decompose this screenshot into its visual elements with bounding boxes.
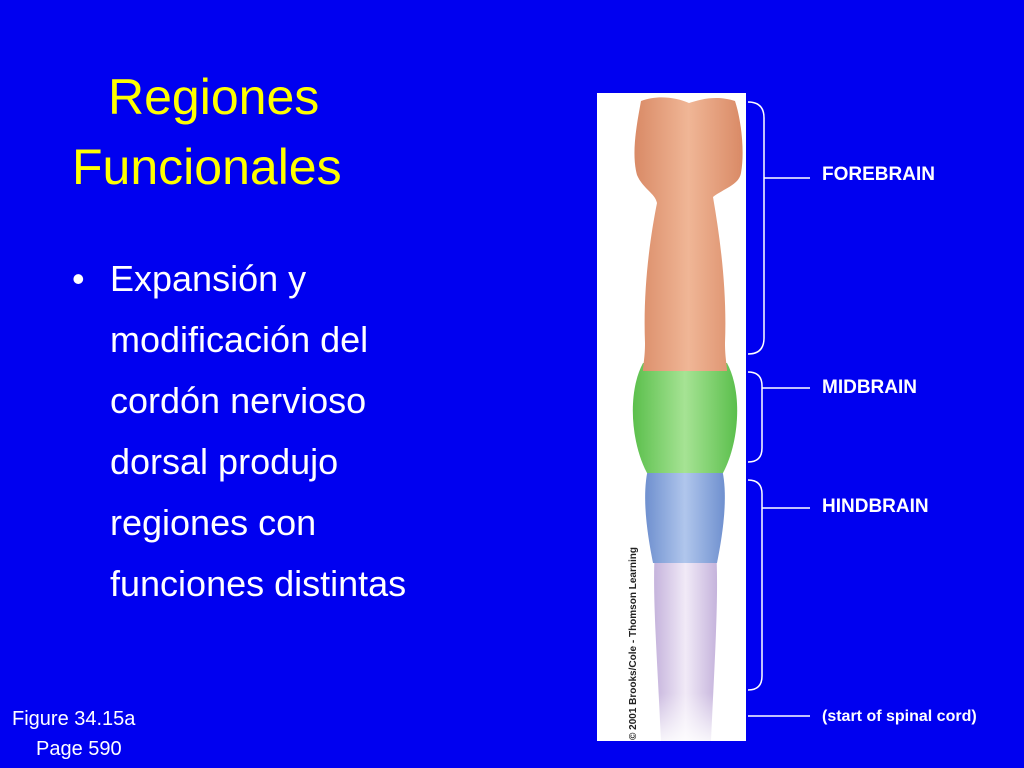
forebrain-bracket: [747, 101, 765, 355]
page-number: Page 590: [36, 738, 122, 760]
copyright-notice: © 2001 Brooks/Cole - Thomson Learning: [628, 547, 639, 740]
slide-title: Regiones Funcionales: [72, 62, 342, 202]
bullet-marker: •: [72, 258, 85, 299]
bullet-line-1: Expansión y: [110, 258, 307, 299]
bullet-point: • Expansión y modificación del cordón ne…: [72, 248, 502, 614]
bullet-line-2: modificación del: [110, 319, 369, 360]
hindbrain-label: HINDBRAIN: [822, 496, 929, 517]
neural-tube-figure: [597, 93, 746, 741]
spinal-cord-label: (start of spinal cord): [822, 708, 977, 725]
bullet-line-3: cordón nervioso: [110, 380, 367, 421]
bullet-line-4: dorsal produjo: [110, 441, 339, 482]
figure-number: Figure 34.15a: [12, 708, 136, 730]
midbrain-label: MIDBRAIN: [822, 377, 917, 398]
hindbrain-segment: [645, 465, 725, 563]
region-brackets: [747, 101, 810, 717]
midbrain-bracket: [747, 371, 763, 463]
slide-title-line-2: Funcionales: [72, 139, 342, 195]
spinal-cord-segment: [654, 548, 718, 741]
neural-tube-illustration: [632, 97, 743, 741]
bullet-line-5: regiones con: [110, 502, 317, 543]
figure-reference: Figure 34.15a Page 590: [12, 704, 135, 764]
forebrain-segment: [634, 97, 743, 371]
forebrain-label: FOREBRAIN: [822, 164, 935, 185]
spinal-fade: [647, 693, 727, 741]
hindbrain-bracket: [747, 479, 763, 691]
bullet-line-6: funciones distintas: [110, 563, 407, 604]
slide-title-line-1: Regiones: [108, 69, 320, 125]
bullet-text: Expansión y modificación del cordón nerv…: [110, 248, 406, 614]
midbrain-segment: [632, 363, 738, 473]
